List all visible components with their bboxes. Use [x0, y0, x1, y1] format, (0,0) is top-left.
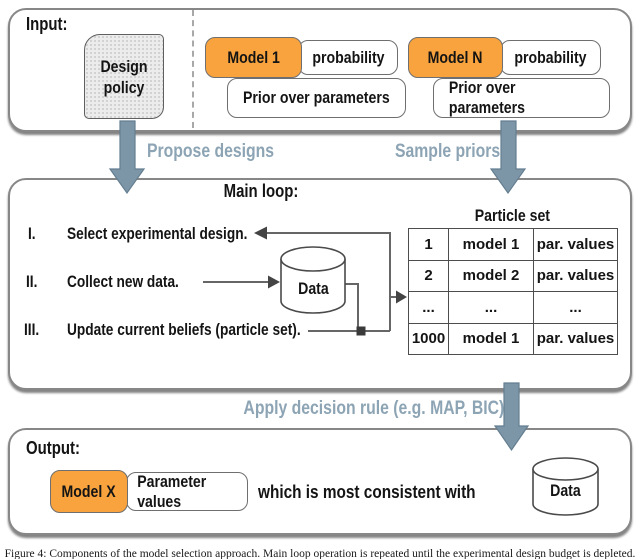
modelN-probability-box: probability — [500, 40, 601, 75]
cell: ... — [408, 291, 449, 324]
design-policy-label: Design policy — [100, 56, 148, 97]
input-label: Input: — [26, 14, 68, 34]
model1-label: Model 1 — [227, 47, 280, 67]
step2-text: Collect new data. — [67, 273, 179, 291]
decision-rule-label: Apply decision rule (e.g. MAP, BIC) — [243, 398, 505, 419]
modelN-label: Model N — [428, 47, 483, 67]
modelX-box: Model X — [50, 470, 128, 513]
main-loop-label: Main loop: — [223, 181, 299, 201]
cell: 2 — [408, 259, 449, 292]
table-row: 1 model 1 par. values — [408, 228, 618, 261]
cell: model 1 — [448, 322, 534, 355]
table-row: ... ... ... — [408, 291, 618, 324]
step3-text: Update current beliefs (particle set). — [67, 321, 301, 339]
data-label-output: Data — [550, 481, 581, 500]
step2-numeral: II. — [26, 273, 38, 291]
model1-prior-box: Prior over parameters — [227, 78, 406, 118]
model1-prior-label: Prior over parameters — [243, 88, 390, 107]
parameter-values-label: Parameter values — [137, 471, 207, 511]
sample-priors-label: Sample priors — [395, 141, 501, 162]
particle-set-table: 1 model 1 par. values 2 model 2 par. val… — [408, 228, 618, 355]
cell: ... — [448, 291, 534, 324]
output-label: Output: — [26, 438, 80, 458]
cell: model 2 — [448, 259, 534, 292]
model1-probability-box: probability — [298, 40, 398, 75]
step3-numeral: III. — [24, 321, 40, 339]
input-divider — [192, 10, 194, 128]
cell: 1 — [408, 228, 449, 261]
particle-set-title: Particle set — [474, 206, 550, 225]
consistent-with-text: which is most consistent with — [258, 481, 476, 502]
data-label-mainloop: Data — [297, 279, 329, 298]
design-policy-box: Design policy — [84, 34, 164, 119]
modelN-probability-label: probability — [514, 47, 587, 67]
cell: par. values — [533, 322, 618, 355]
model1-box: Model 1 — [205, 37, 302, 78]
modelX-label: Model X — [61, 481, 117, 501]
cell: 1000 — [408, 322, 449, 355]
table-row: 2 model 2 par. values — [408, 259, 618, 292]
propose-designs-label: Propose designs — [147, 141, 275, 162]
cell: model 1 — [448, 228, 534, 261]
modelN-prior-label: Prior over parameters — [448, 78, 525, 117]
modelN-box: Model N — [408, 37, 503, 78]
step1-numeral: I. — [28, 225, 36, 243]
cell: par. values — [533, 228, 618, 261]
figure-caption: Figure 4: Components of the model select… — [4, 548, 636, 559]
cell: ... — [533, 291, 618, 324]
modelN-prior-box: Prior over parameters — [433, 78, 610, 118]
model1-probability-label: probability — [311, 47, 385, 67]
table-row: 1000 model 1 par. values — [408, 322, 618, 355]
step1-text: Select experimental design. — [67, 225, 248, 243]
cell: par. values — [533, 259, 618, 292]
parameter-values-box: Parameter values — [126, 472, 248, 511]
